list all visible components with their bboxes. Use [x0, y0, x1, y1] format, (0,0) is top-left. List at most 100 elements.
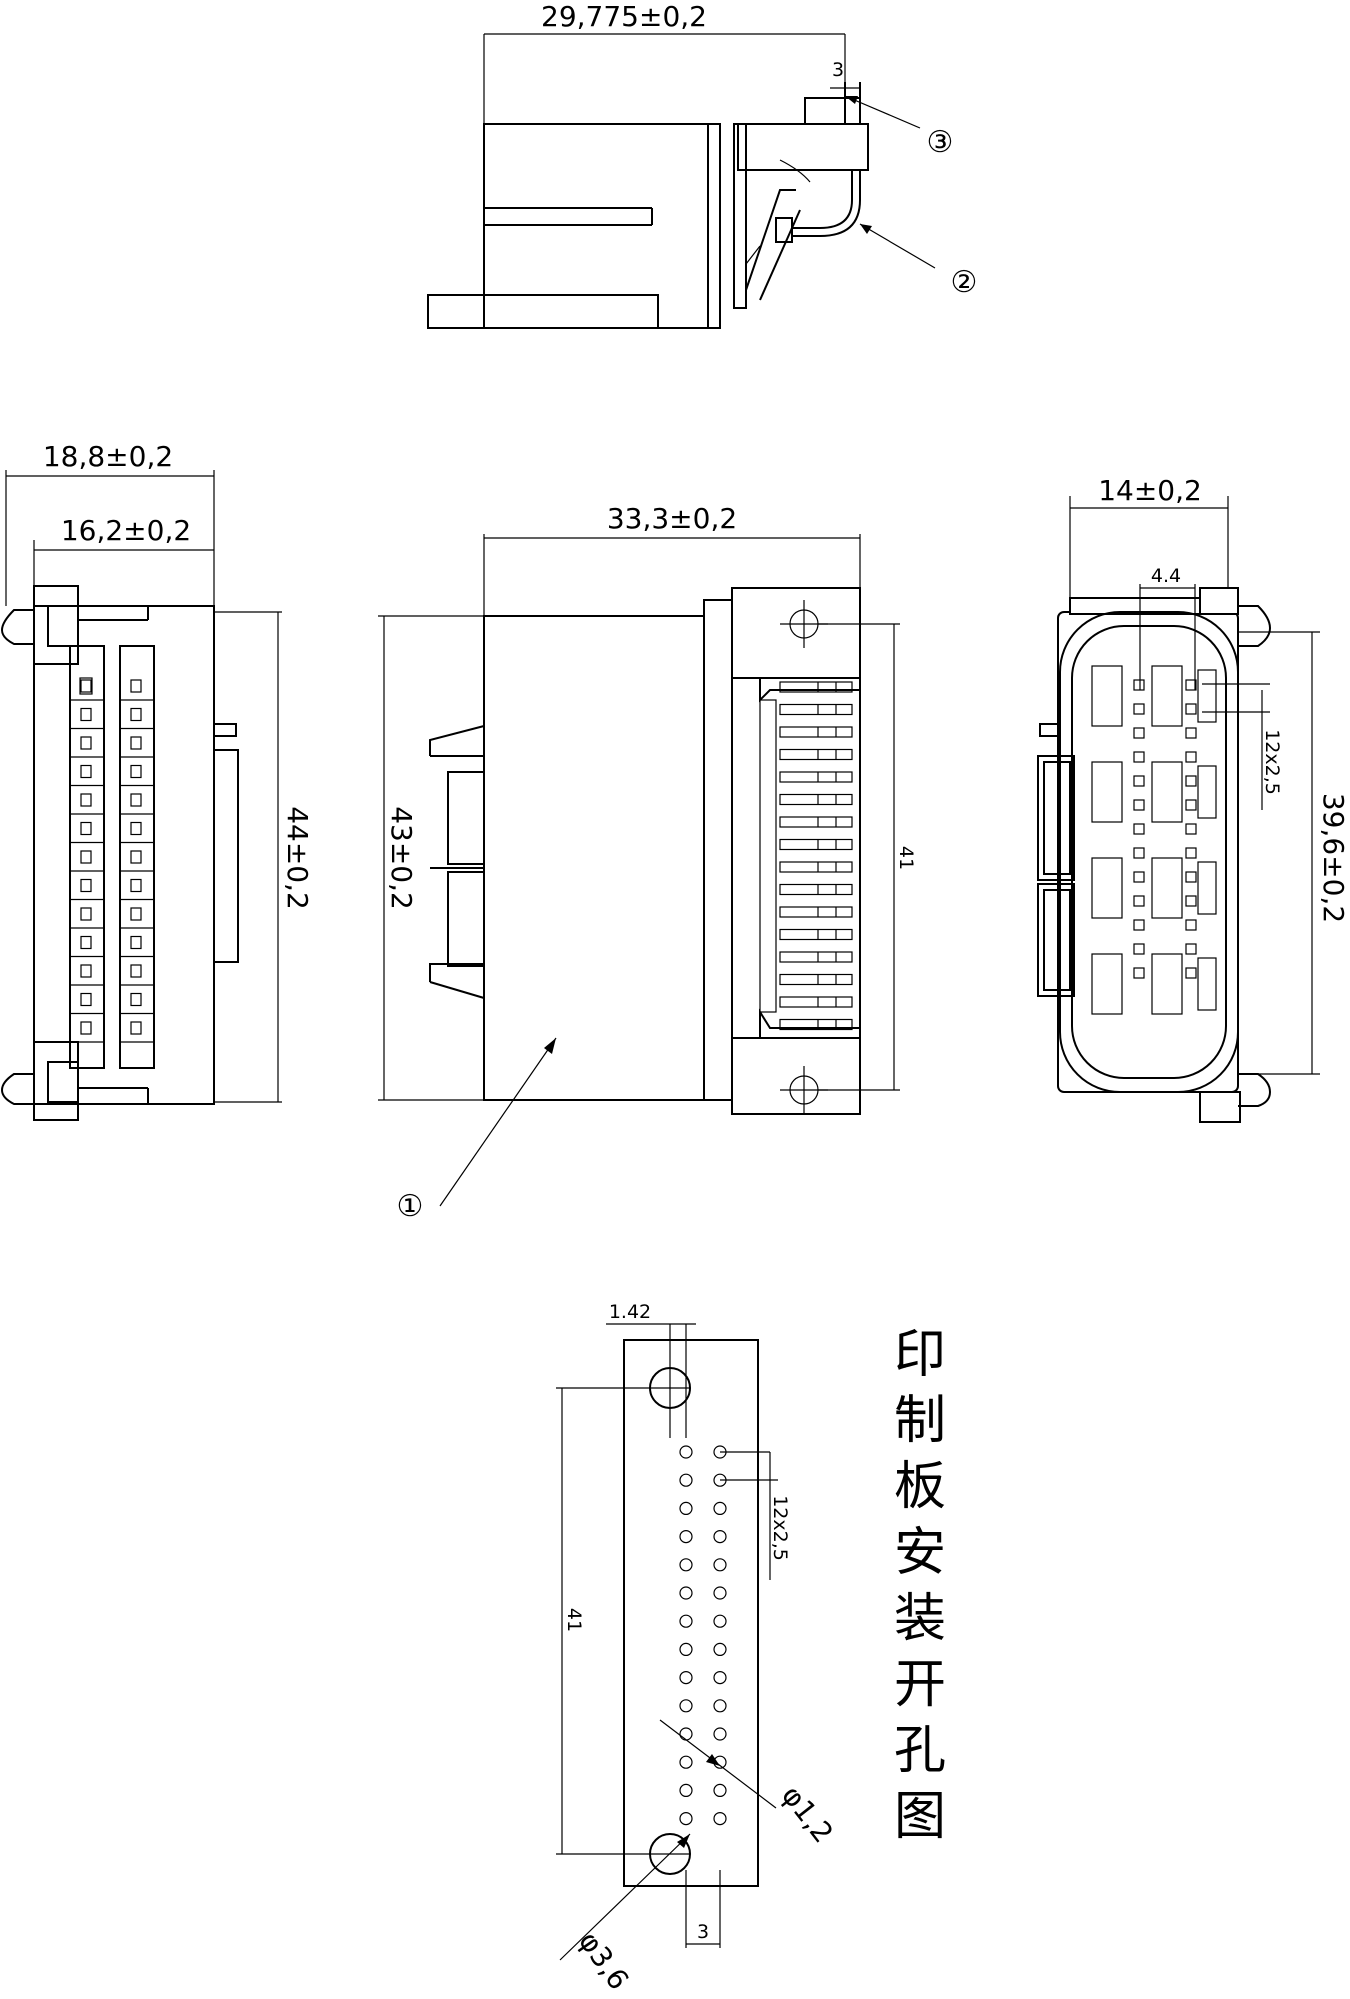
face-contact — [1185, 847, 1197, 859]
face-contact — [1185, 967, 1197, 979]
face-cavity-large — [1091, 761, 1123, 823]
face-contact — [1133, 919, 1145, 931]
face-pitch-dim: 12x2,5 — [1261, 729, 1283, 795]
end-pin-slot — [130, 793, 142, 807]
caption-char: 开 — [894, 1655, 946, 1715]
front-pin — [779, 726, 853, 738]
end-pin-slot — [80, 679, 92, 693]
pcb-pin-hole — [713, 1614, 727, 1628]
front-pin — [779, 838, 853, 851]
pcb-pin-hole — [679, 1558, 693, 1572]
face-contact — [1185, 895, 1197, 907]
front-pin — [779, 1018, 853, 1031]
face-contact — [1133, 847, 1145, 859]
front-body-height-dim: 43±0,2 — [385, 806, 418, 910]
pcb-pin-hole — [679, 1445, 693, 1459]
front-view: 33,3±0,2 43±0,2 41 — [378, 502, 917, 1224]
end-pin-slot — [80, 1021, 92, 1035]
side-pin-spacing-dim: 3 — [832, 59, 844, 81]
front-pin — [779, 928, 853, 941]
side-view-outline — [427, 82, 869, 329]
front-pin — [779, 906, 853, 918]
end-pin-slot — [80, 907, 92, 921]
caption-char: 装 — [894, 1589, 946, 1649]
caption-char: 板 — [894, 1457, 946, 1517]
side-view: 29,775±0,2 3 ③ ② — [427, 0, 978, 329]
face-cavity-large — [1091, 665, 1123, 727]
pcb-pin-hole — [679, 1614, 693, 1628]
pcb-pin-hole — [679, 1811, 693, 1826]
face-cavity-large — [1151, 761, 1183, 823]
pcb-pin-hole — [679, 1501, 693, 1516]
face-cavity-large — [1151, 857, 1183, 919]
pcb-pin-hole — [713, 1642, 727, 1657]
front-hole-spacing-dim: 41 — [895, 846, 917, 870]
pcb-pin-hole — [713, 1529, 727, 1544]
front-pin — [779, 748, 853, 761]
pcb-row-spacing-dim: 3 — [697, 1921, 709, 1943]
pcb-pin-hole — [713, 1699, 727, 1713]
side-width-dim: 29,775±0,2 — [541, 0, 707, 33]
pcb-pin-hole — [679, 1699, 693, 1713]
caption-char: 印 — [894, 1325, 946, 1385]
end-pin-slot — [80, 707, 92, 722]
end-pin-slot — [80, 793, 92, 807]
callout-2: ② — [951, 265, 978, 300]
face-view-cavities — [1091, 665, 1217, 1015]
front-pin — [779, 861, 853, 873]
end-pin-slot — [80, 992, 92, 1007]
front-pin — [779, 951, 853, 963]
end-pin-slot — [80, 764, 92, 779]
pcb-pin-hole — [679, 1642, 693, 1657]
end-pin-slot — [130, 764, 142, 779]
end-pin-slot — [80, 736, 92, 750]
end-pin-slot — [130, 850, 142, 864]
face-contact — [1133, 895, 1145, 907]
face-contact — [1185, 775, 1197, 787]
end-inner-width-dim: 16,2±0,2 — [61, 514, 191, 547]
face-contact — [1133, 751, 1145, 763]
face-cavity-narrow — [1197, 669, 1217, 723]
end-pin-slot — [80, 850, 92, 864]
end-pin-slot — [130, 707, 142, 722]
callout-3: ③ — [927, 125, 954, 160]
face-contact — [1185, 823, 1197, 835]
face-contact — [1133, 727, 1145, 739]
face-contact — [1133, 967, 1145, 979]
end-pin-slot — [130, 964, 142, 978]
front-pin — [779, 973, 853, 986]
end-pin-slot — [80, 878, 92, 893]
front-pin — [779, 883, 853, 896]
face-cavity-large — [1151, 953, 1183, 1015]
pcb-pin-hole — [713, 1586, 727, 1600]
face-width-dim: 14±0,2 — [1098, 474, 1202, 507]
pcb-pin-hole — [713, 1727, 727, 1741]
end-view-pin-slots — [70, 679, 154, 1043]
front-pin — [779, 996, 853, 1008]
pcb-pin-hole — [679, 1755, 693, 1769]
caption-char: 图 — [894, 1787, 946, 1847]
face-cavity-large — [1151, 665, 1183, 727]
pcb-pin-hole — [713, 1558, 727, 1572]
end-pin-slot — [130, 935, 142, 950]
end-pin-slot — [80, 935, 92, 950]
front-pin — [779, 816, 853, 828]
pcb-pin-hole — [713, 1501, 727, 1516]
face-cavity-pitch-dim: 4.4 — [1151, 565, 1181, 587]
face-cavity-large — [1091, 857, 1123, 919]
pcb-pin-holes — [679, 1445, 727, 1826]
front-pin — [779, 703, 853, 716]
end-pin-slot — [130, 1021, 142, 1035]
face-contact — [1185, 871, 1197, 883]
callout-1: ① — [397, 1189, 424, 1224]
pcb-pin-hole — [679, 1529, 693, 1544]
face-contact — [1185, 919, 1197, 931]
pcb-pin-hole — [679, 1473, 693, 1487]
pcb-hole-spacing-dim: 41 — [563, 1608, 585, 1632]
face-contact — [1133, 799, 1145, 811]
face-contact — [1133, 775, 1145, 787]
face-contact — [1185, 727, 1197, 739]
face-cavity-narrow — [1197, 861, 1217, 915]
